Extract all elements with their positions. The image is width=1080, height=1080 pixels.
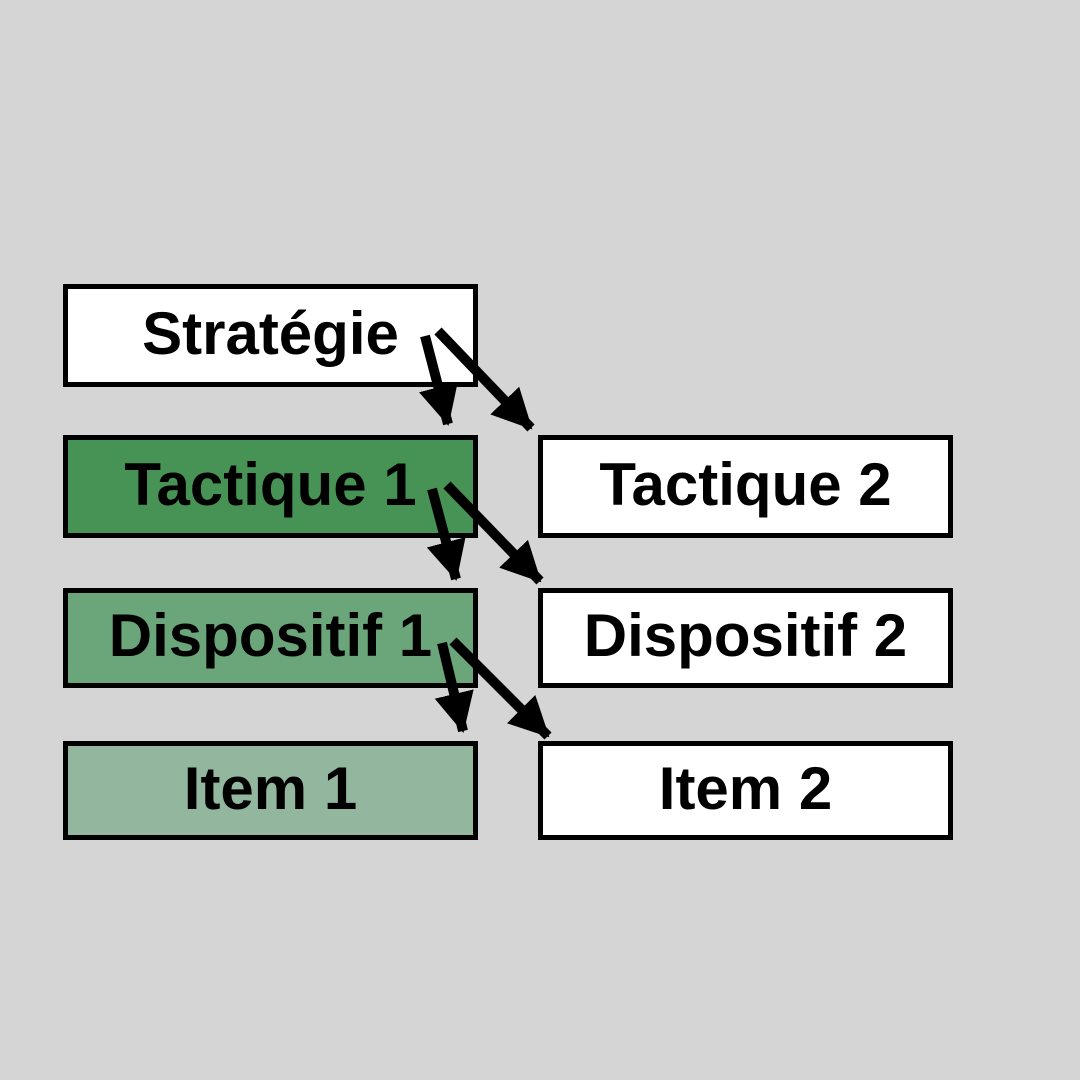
node-tactique-2: Tactique 2 <box>538 435 953 538</box>
node-dispositif-2-label: Dispositif 2 <box>583 602 908 669</box>
node-item-2-label: Item 2 <box>658 754 833 822</box>
node-item-2: Item 2 <box>538 741 953 840</box>
node-strategie: Stratégie <box>63 284 478 387</box>
node-dispositif-1-label: Dispositif 1 <box>108 602 433 669</box>
node-tactique-2-label: Tactique 2 <box>599 450 892 518</box>
node-dispositif-2: Dispositif 2 <box>538 588 953 688</box>
node-item-1-label: Item 1 <box>183 754 358 822</box>
node-item-1: Item 1 <box>63 741 478 840</box>
node-tactique-1-label: Tactique 1 <box>124 450 417 518</box>
node-dispositif-1: Dispositif 1 <box>63 588 478 688</box>
node-strategie-label: Stratégie <box>142 299 399 367</box>
node-tactique-1: Tactique 1 <box>63 435 478 538</box>
